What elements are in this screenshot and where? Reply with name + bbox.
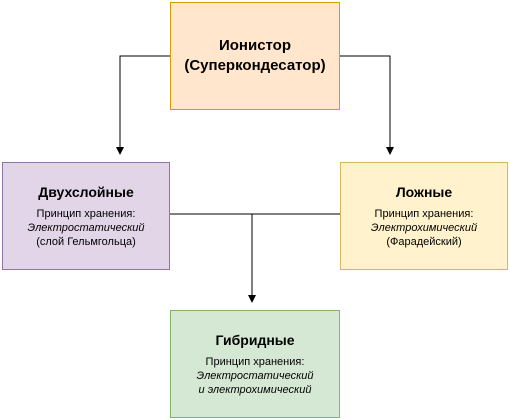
node-hybrid-type-line2: и электрохимический	[198, 384, 312, 396]
node-supercapacitor-title-line1: Ионистор	[218, 37, 292, 54]
node-hybrid: Гибридные Принцип хранения: Электростати…	[170, 310, 340, 418]
node-pseudo-desc: Принцип хранения: Электрохимический (Фар…	[371, 207, 477, 249]
node-supercapacitor-title-line2: (Суперкондесатор)	[184, 57, 326, 74]
node-double-layer-type: Электростатический	[27, 222, 145, 234]
node-pseudo-title: Ложные	[395, 184, 453, 200]
node-hybrid-type-line1: Электростатический	[196, 370, 314, 382]
node-pseudo-note: (Фарадейский)	[386, 236, 462, 248]
node-double-layer-note: (слой Гельмгольца)	[36, 236, 136, 248]
node-pseudo-type: Электрохимический	[370, 222, 478, 234]
node-pseudo: Ложные Принцип хранения: Электрохимическ…	[340, 162, 508, 270]
node-supercapacitor-title: Ионистор (Суперкондесатор)	[184, 36, 325, 76]
node-hybrid-desc: Принцип хранения: Электростатический и э…	[196, 355, 313, 397]
connector-root-to-left	[116, 55, 170, 155]
node-double-layer-desc: Принцип хранения: Электростатический (сл…	[27, 207, 144, 249]
node-hybrid-title: Гибридные	[215, 332, 295, 348]
node-pseudo-principle: Принцип хранения:	[374, 208, 474, 220]
node-supercapacitor: Ионистор (Суперкондесатор)	[170, 2, 340, 110]
node-double-layer-title: Двухслойные	[38, 184, 134, 200]
node-double-layer-principle: Принцип хранения:	[36, 208, 136, 220]
connector-root-to-right	[340, 55, 394, 155]
node-double-layer: Двухслойные Принцип хранения: Электроста…	[2, 162, 170, 270]
node-hybrid-principle: Принцип хранения:	[205, 356, 305, 368]
